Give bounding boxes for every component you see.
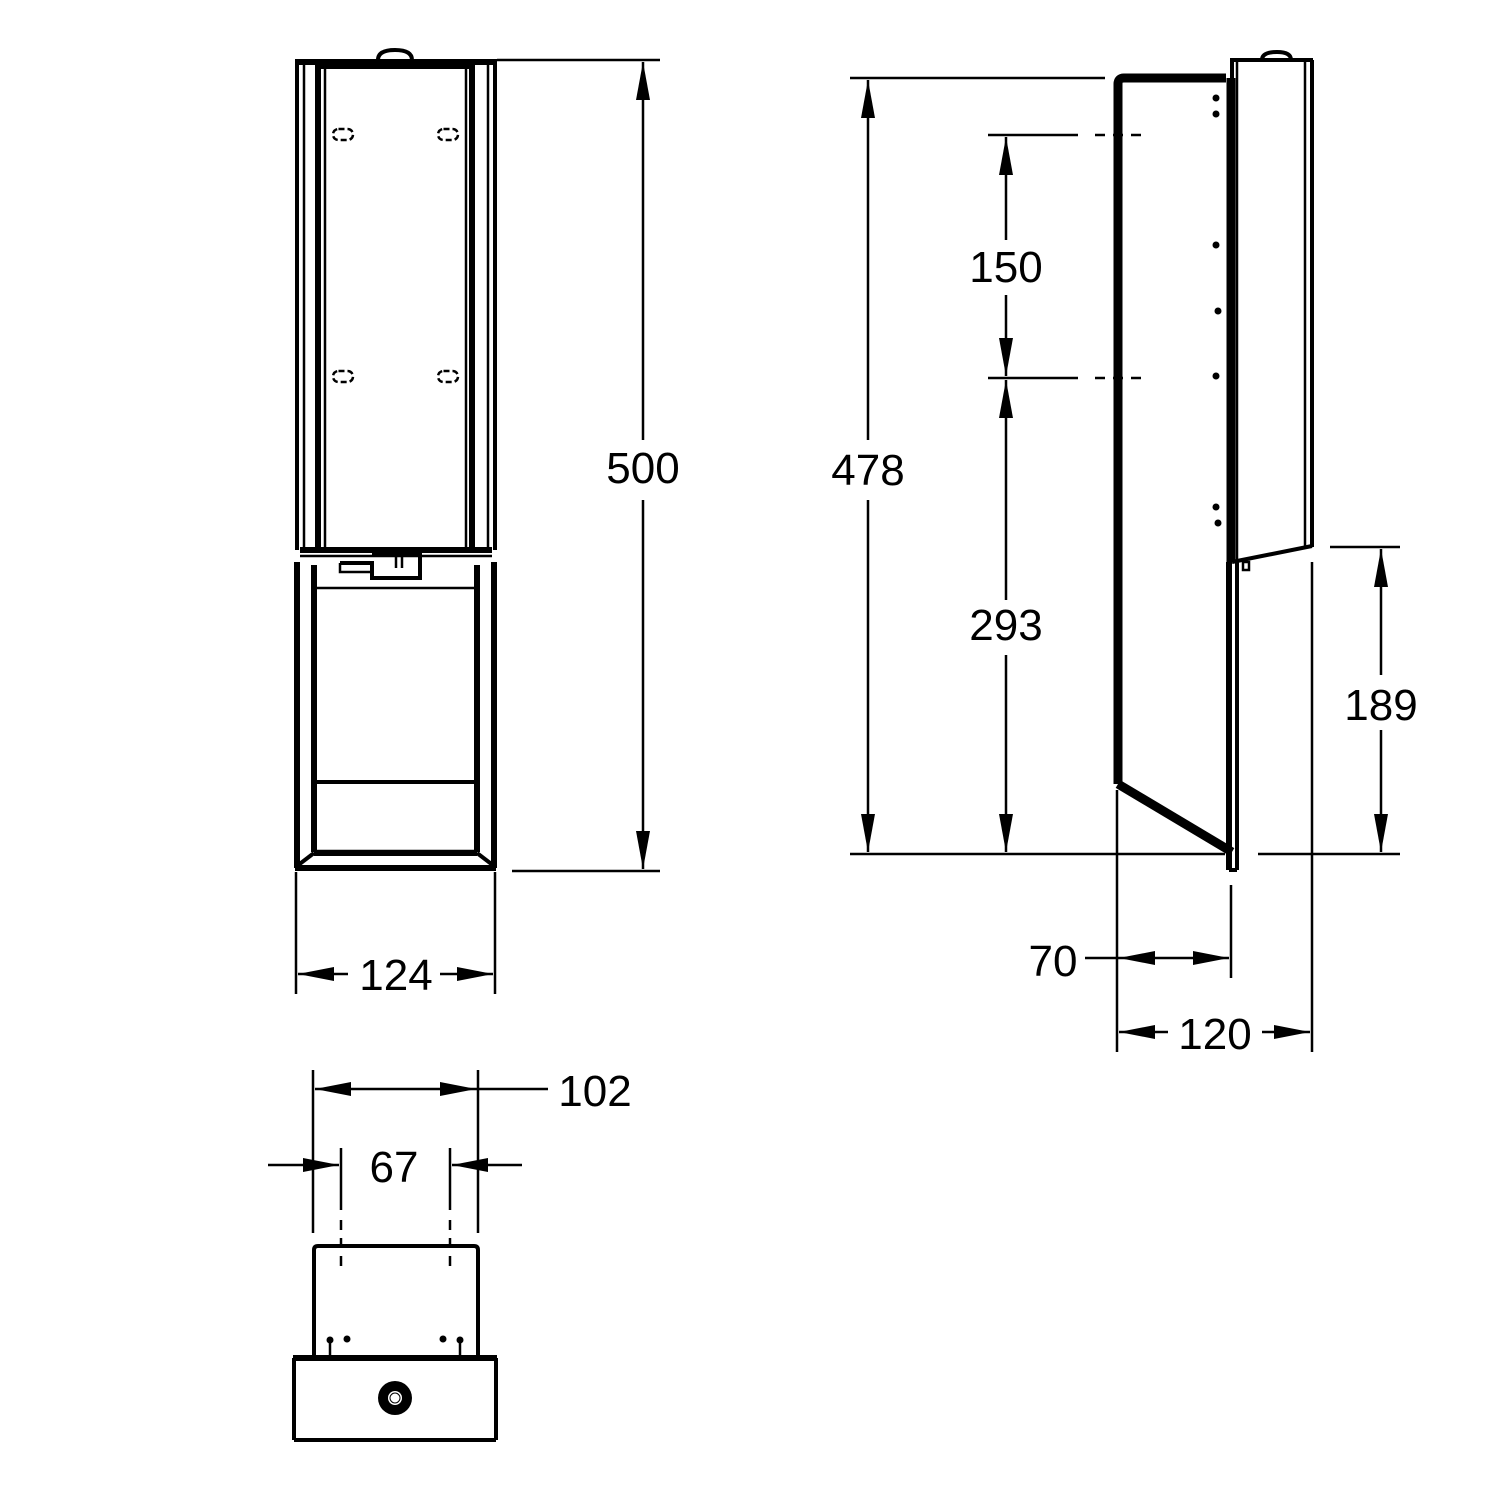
dimension-label-124: 124 [359, 951, 432, 1000]
dimension-label-189: 189 [1344, 681, 1417, 730]
dimension-side-depth-inner: 70 [1029, 790, 1233, 1052]
dimension-side-depth-total: 120 [1119, 562, 1314, 1059]
latch [340, 553, 422, 580]
front-view [294, 47, 497, 871]
dimension-side-total-height: 478 [831, 76, 1400, 856]
dimension-side-lower-spacing: 293 [969, 380, 1043, 852]
dimension-top-inner-width: 67 [268, 1143, 522, 1210]
top-view [292, 1220, 498, 1442]
dimension-label-67: 67 [370, 1143, 419, 1192]
mounting-slots [331, 127, 460, 384]
dimension-side-bottom-height: 189 [1330, 545, 1418, 852]
dimension-front-height: 500 [497, 58, 680, 873]
dimension-label-70: 70 [1029, 937, 1078, 986]
top-knob [1260, 49, 1293, 61]
dimension-label-120: 120 [1178, 1010, 1251, 1059]
dimension-label-293: 293 [969, 601, 1042, 650]
dimension-label-500: 500 [606, 444, 679, 493]
dimension-label-150: 150 [969, 243, 1042, 292]
dimension-side-upper-spacing: 150 [969, 133, 1078, 380]
dimension-top-outer-width: 102 [311, 1067, 632, 1233]
mounting-points [1212, 94, 1222, 527]
dimension-label-102: 102 [558, 1067, 631, 1116]
mounting-points [326, 1335, 464, 1355]
top-knob [376, 47, 414, 61]
side-view [1095, 49, 1314, 872]
dimension-label-478: 478 [831, 446, 904, 495]
lock-icon [378, 1381, 412, 1415]
dimension-front-width: 124 [294, 872, 497, 1000]
